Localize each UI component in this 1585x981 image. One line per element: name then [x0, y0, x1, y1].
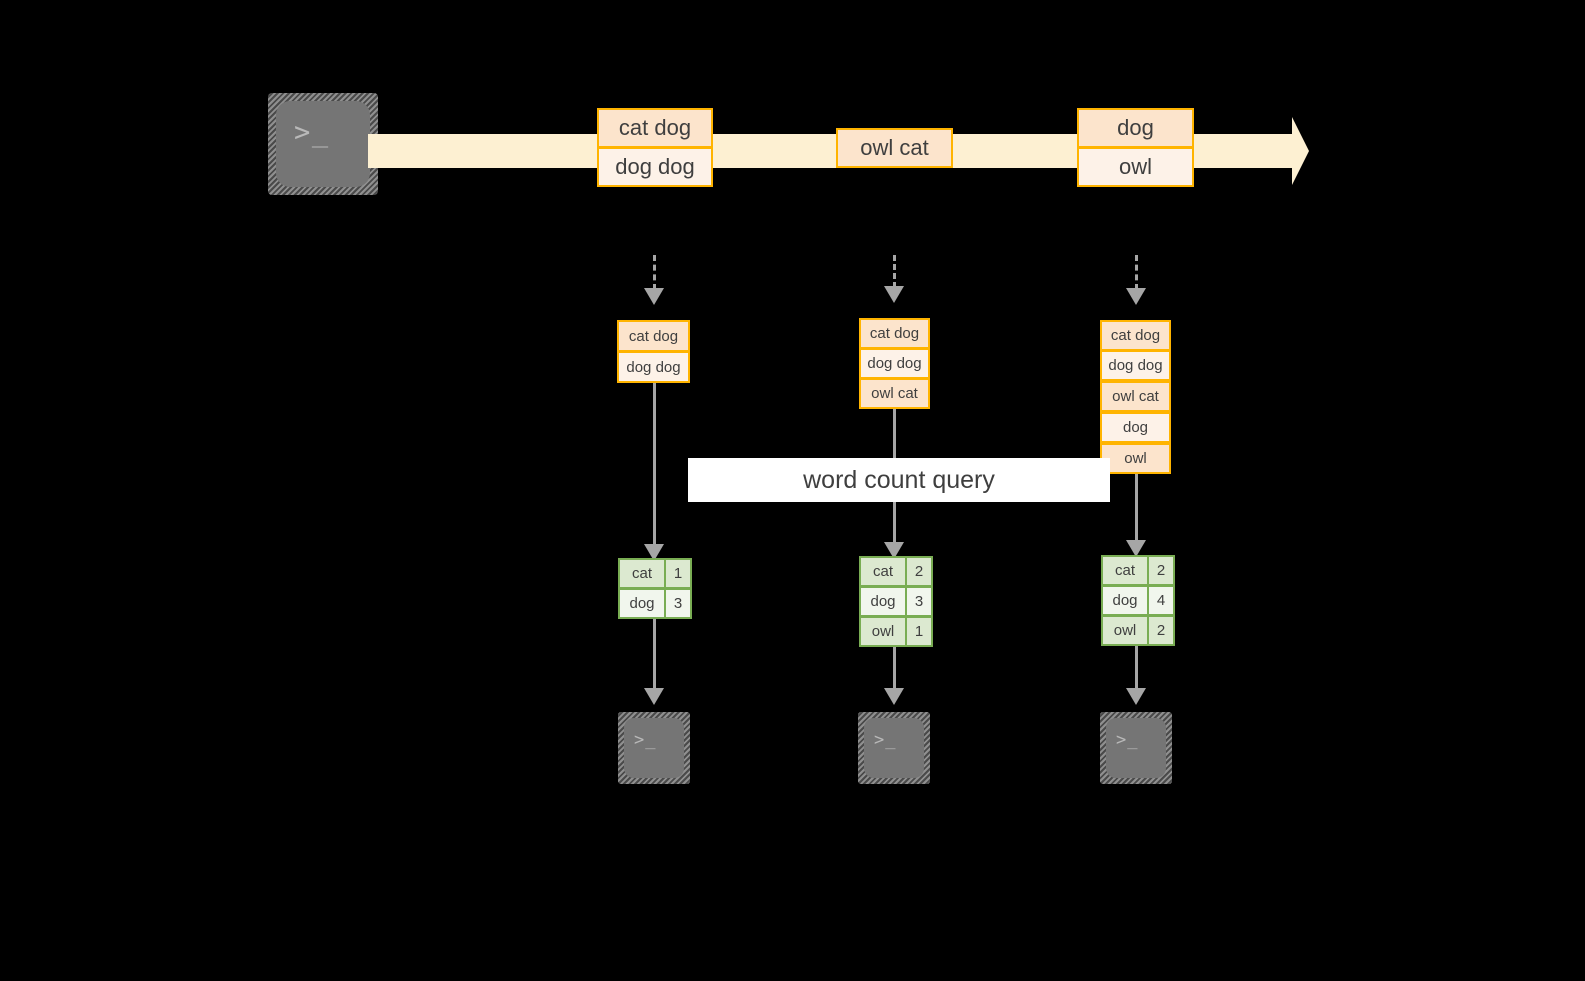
snapshot-3-result-count-3: 2	[1147, 615, 1175, 646]
snapshot-2-feed-line	[893, 255, 896, 288]
snapshot-2-result-count-2: 3	[905, 586, 933, 617]
snapshot-1-sink-line	[653, 619, 656, 691]
source-terminal-icon: >_	[268, 93, 378, 195]
stream-event-3-line-1: dog	[1077, 108, 1194, 148]
snapshot-2-input-row-3: owl cat	[859, 378, 930, 409]
snapshot-2-input-row-2: dog dog	[859, 348, 930, 379]
snapshot-2-sink-arrowhead	[884, 688, 904, 705]
snapshot-1-feed-arrowhead	[644, 288, 664, 305]
snapshot-2-result-count-3: 1	[905, 616, 933, 647]
snapshot-3-result-count-1: 2	[1147, 555, 1175, 586]
snapshot-3-result-count-2: 4	[1147, 585, 1175, 616]
snapshot-3-input-row-2: dog dog	[1100, 350, 1171, 381]
snapshot-2-query-arrowhead	[884, 542, 904, 559]
snapshot-1-input-row-1: cat dog	[617, 320, 690, 352]
snapshot-3-query-line	[1135, 474, 1138, 544]
snapshot-3-input-row-3: owl cat	[1100, 381, 1171, 412]
snapshot-3-result-word-1: cat	[1101, 555, 1149, 586]
snapshot-1-query-arrowhead	[644, 544, 664, 561]
snapshot-2-sink-terminal-icon: >_	[858, 712, 930, 784]
snapshot-2-result-word-1: cat	[859, 556, 907, 587]
snapshot-3-input-row-5: owl	[1100, 443, 1171, 474]
snapshot-1-sink-terminal-icon: >_	[618, 712, 690, 784]
snapshot-2-feed-arrowhead	[884, 286, 904, 303]
terminal-prompt-glyph: >_	[294, 117, 330, 148]
snapshot-1-result-word-1: cat	[618, 558, 666, 589]
snapshot-2-result-word-2: dog	[859, 586, 907, 617]
snapshot-1-result-word-2: dog	[618, 588, 666, 619]
snapshot-2-result-word-3: owl	[859, 616, 907, 647]
snapshot-3-feed-arrowhead	[1126, 288, 1146, 305]
stream-event-1-line-1: cat dog	[597, 108, 713, 148]
snapshot-1-query-line	[653, 383, 656, 548]
snapshot-3-sink-line	[1135, 646, 1138, 691]
terminal-screen	[624, 718, 684, 778]
terminal-prompt-glyph: >_	[874, 730, 897, 750]
snapshot-3-query-arrowhead	[1126, 540, 1146, 557]
terminal-prompt-glyph: >_	[1116, 730, 1139, 750]
snapshot-2-sink-line	[893, 647, 896, 691]
snapshot-2-input-row-1: cat dog	[859, 318, 930, 349]
snapshot-3-input-row-4: dog	[1100, 412, 1171, 443]
stream-event-1-line-2: dog dog	[597, 147, 713, 187]
terminal-screen	[864, 718, 924, 778]
terminal-screen	[1106, 718, 1166, 778]
event-stream-arrowhead	[1292, 117, 1309, 185]
snapshot-1-result-count-1: 1	[664, 558, 692, 589]
snapshot-1-sink-arrowhead	[644, 688, 664, 705]
snapshot-3-result-word-2: dog	[1101, 585, 1149, 616]
snapshot-1-feed-line	[653, 255, 656, 290]
snapshot-1-input-row-2: dog dog	[617, 351, 690, 383]
terminal-screen	[276, 101, 370, 187]
query-label: word count query	[688, 458, 1110, 502]
snapshot-3-input-row-1: cat dog	[1100, 320, 1171, 351]
terminal-prompt-glyph: >_	[634, 730, 657, 750]
snapshot-3-sink-terminal-icon: >_	[1100, 712, 1172, 784]
snapshot-2-result-count-1: 2	[905, 556, 933, 587]
snapshot-3-sink-arrowhead	[1126, 688, 1146, 705]
snapshot-1-result-count-2: 3	[664, 588, 692, 619]
snapshot-3-feed-line	[1135, 255, 1138, 290]
stream-event-2-line-1: owl cat	[836, 128, 953, 168]
stream-event-3-line-2: owl	[1077, 147, 1194, 187]
snapshot-3-result-word-3: owl	[1101, 615, 1149, 646]
